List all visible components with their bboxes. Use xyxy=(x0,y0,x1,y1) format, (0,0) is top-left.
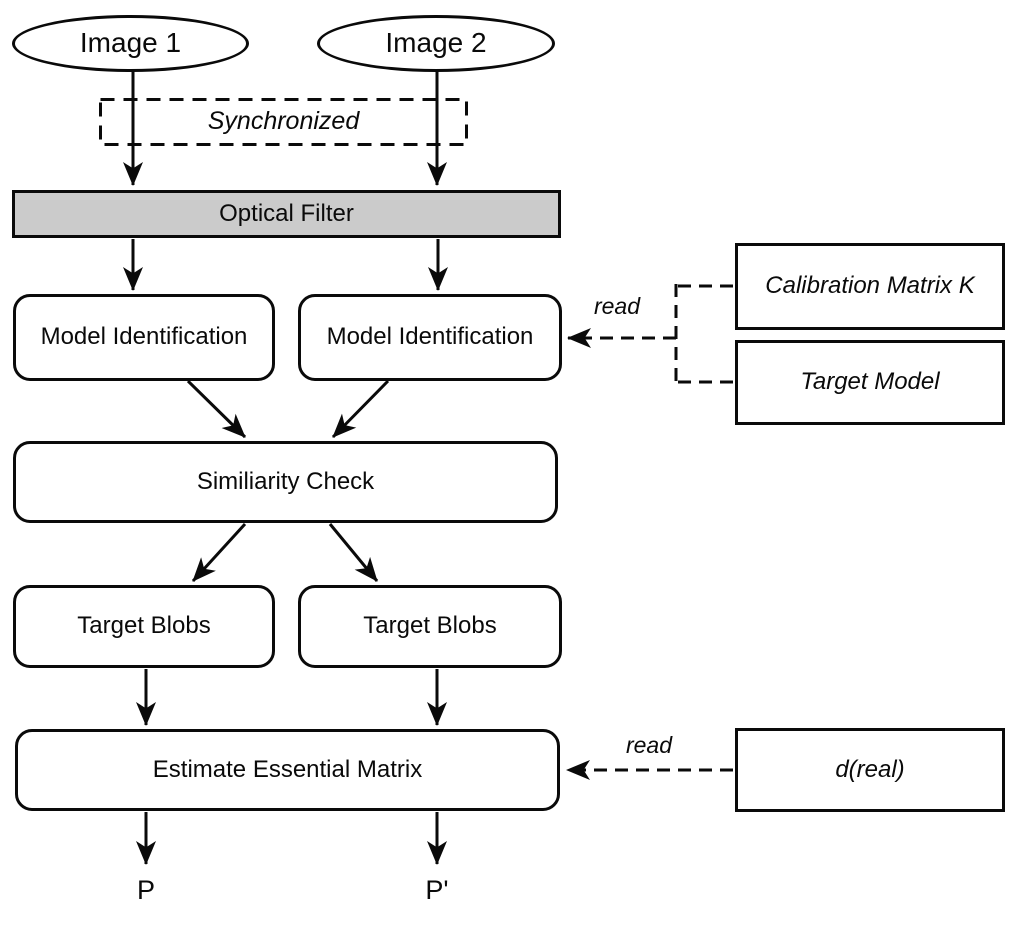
arrow-model-id-right-to-similarity xyxy=(331,379,390,439)
output-label-p: P xyxy=(136,874,155,905)
node-similarity-check: Similiarity Check xyxy=(13,441,558,523)
node-target-blobs-right: Target Blobs xyxy=(298,585,562,668)
node-calibration-matrix-k: Calibration Matrix K xyxy=(735,243,1005,330)
arrow-model-id-left-to-similarity xyxy=(186,379,247,439)
arrow-similarity-to-target-blobs-right xyxy=(328,523,379,582)
arrow-similarity-to-target-blobs-left xyxy=(191,522,247,583)
synchronized-label: Synchronized xyxy=(207,107,360,135)
node-image2: Image 2 xyxy=(317,15,555,72)
node-d-real: d(real) xyxy=(735,728,1005,812)
node-model-identification-right: Model Identification xyxy=(298,294,562,381)
node-estimate-essential-matrix: Estimate Essential Matrix xyxy=(15,729,560,811)
node-target-blobs-left: Target Blobs xyxy=(13,585,275,668)
node-model-identification-left: Model Identification xyxy=(13,294,275,381)
node-target-model: Target Model xyxy=(735,340,1005,425)
read-label-bottom: read xyxy=(625,731,673,758)
output-label-p-prime: P' xyxy=(425,874,449,905)
node-optical-filter: Optical Filter xyxy=(12,190,561,238)
node-image1: Image 1 xyxy=(12,15,249,72)
read-label-top: read xyxy=(593,292,641,319)
